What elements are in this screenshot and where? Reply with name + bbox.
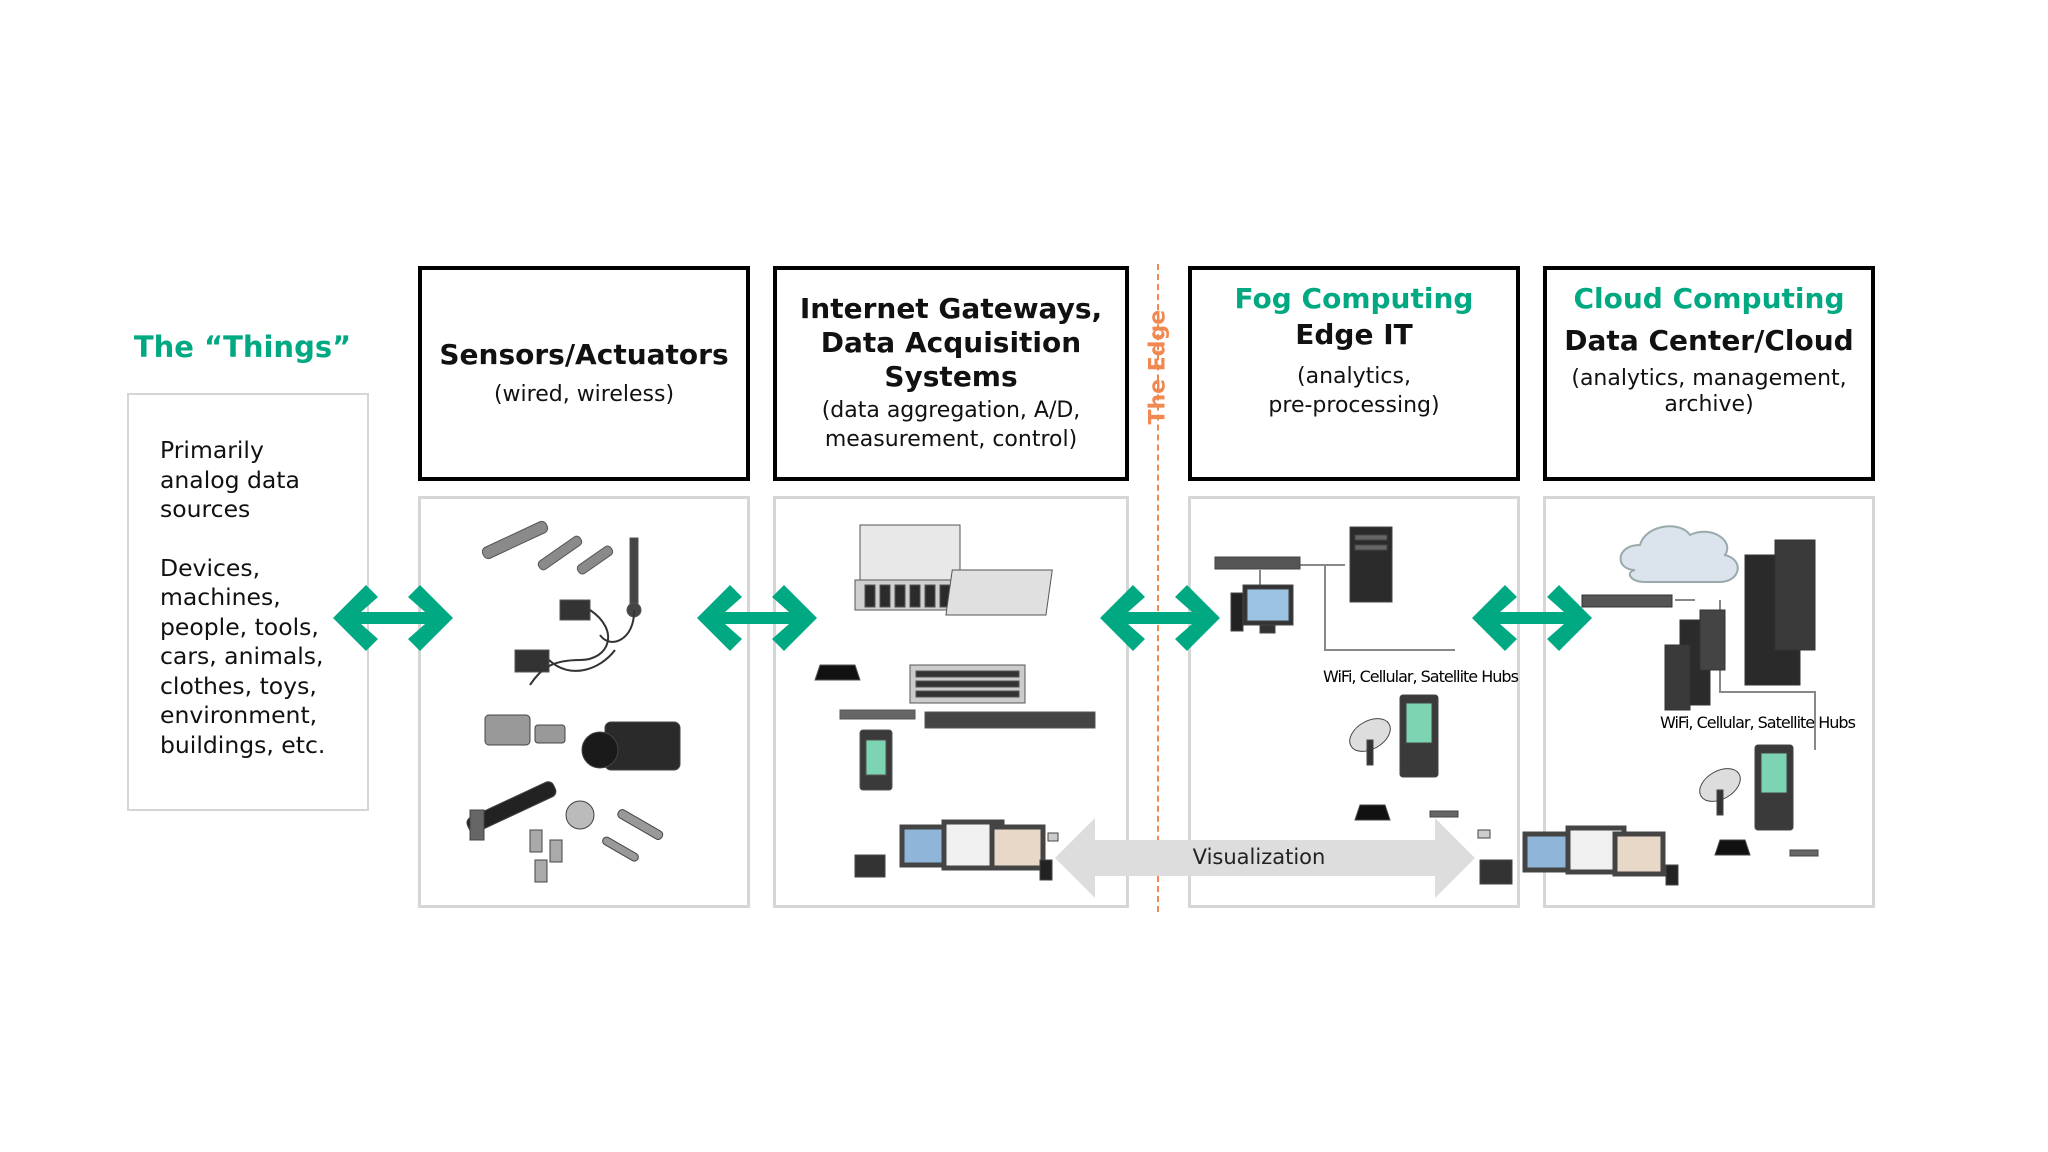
stage-title: Edge IT (1295, 318, 1413, 351)
sensor-devices-illustration (466, 520, 681, 883)
stage-title: Sensors/Actuators (439, 338, 729, 371)
flow-arrow-gateways-fog (1100, 585, 1220, 651)
visualization-arrow (1055, 818, 1475, 898)
stage-title-line: Systems (884, 360, 1018, 393)
things-line: analog data (160, 465, 300, 494)
gateways-image-panel (773, 496, 1129, 908)
things-line: Devices, (160, 553, 261, 582)
flow-arrow-fog-cloud (1472, 585, 1592, 651)
fog-devices-illustration: WiFi, Cellular, Satellite Hubs (1214, 526, 1520, 821)
stage-subtitle-line: (analytics, management, (1571, 366, 1847, 391)
cloud-shape (1619, 525, 1739, 583)
things-line: sources (160, 495, 251, 523)
things-description: Primarily analog data sources Devices, m… (160, 436, 325, 789)
stage-gateways-header: Internet Gateways, Data Acquisition Syst… (773, 266, 1129, 481)
cloud-image-panel (1543, 496, 1875, 908)
visualization-label: Visualization (1192, 845, 1326, 869)
fog-hub-label: WiFi, Cellular, Satellite Hubs (1323, 667, 1519, 686)
things-line: machines, (160, 583, 281, 611)
things-line: cars, animals, (160, 642, 324, 670)
stage-fog-header: Fog Computing Edge IT (analytics, pre-pr… (1188, 266, 1520, 481)
flow-arrow-things-sensors (333, 585, 453, 651)
stage-subtitle-line: pre-processing) (1268, 393, 1440, 418)
stage-subtitle-line: archive) (1664, 392, 1754, 417)
stage-heading: Cloud Computing (1573, 282, 1845, 315)
things-line: Primarily (160, 436, 264, 464)
stage-title-line: Data Acquisition (820, 326, 1082, 359)
gateway-devices-illustration (814, 524, 1096, 881)
edge-divider (1157, 264, 1159, 912)
stage-subtitle-line: (data aggregation, A/D, (821, 398, 1081, 423)
stage-sensors-header: Sensors/Actuators (wired, wireless) (418, 266, 750, 481)
things-line: clothes, toys, (160, 671, 317, 700)
stage-title-line: Internet Gateways, (799, 292, 1103, 325)
stage-cloud-header: Cloud Computing Data Center/Cloud (analy… (1543, 266, 1875, 481)
edge-label: The Edge (1145, 309, 1171, 425)
stage-heading: Fog Computing (1234, 282, 1474, 315)
things-title: The “Things” (133, 330, 352, 364)
fog-screens-illustration (1477, 825, 1679, 886)
fog-image-panel (1188, 496, 1520, 908)
cloud-devices-illustration: WiFi, Cellular, Satellite Hubs (1581, 525, 1857, 857)
stage-subtitle-line: measurement, control) (824, 427, 1078, 452)
sensors-image-panel (418, 496, 750, 908)
flow-arrow-sensors-gateways (697, 585, 817, 651)
things-line: environment, (160, 701, 318, 729)
things-line: buildings, etc. (160, 730, 326, 759)
cloud-hub-label: WiFi, Cellular, Satellite Hubs (1660, 713, 1856, 732)
things-line: people, tools, (160, 612, 319, 641)
stage-subtitle: (wired, wireless) (493, 382, 675, 407)
stage-subtitle-line: (analytics, (1297, 364, 1411, 389)
stage-title: Data Center/Cloud (1564, 324, 1854, 357)
